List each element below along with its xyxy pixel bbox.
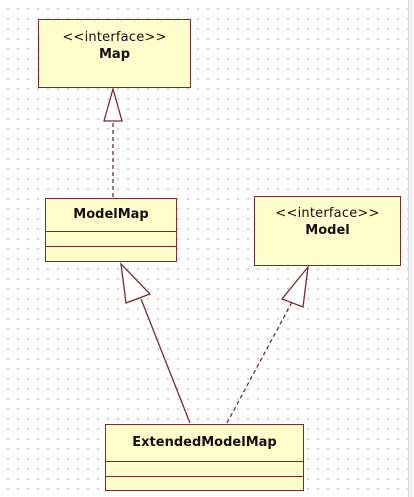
operations-compartment bbox=[46, 246, 176, 260]
class-name-modelmap: ModelMap bbox=[73, 207, 149, 222]
class-name-extendedmodelmap: ExtendedModelMap bbox=[132, 435, 277, 450]
realization-arrowhead-map bbox=[103, 86, 123, 122]
stereotype-label: <<interface>> bbox=[275, 206, 380, 221]
generalization-line-extmap-to-modelmap bbox=[140, 298, 191, 424]
generalization-arrowhead-modelmap bbox=[120, 262, 152, 304]
operations-compartment bbox=[106, 476, 303, 490]
class-box-model[interactable]: <<interface>> Model bbox=[254, 196, 401, 266]
stereotype-label: <<interface>> bbox=[62, 30, 167, 45]
class-header-model: <<interface>> Model bbox=[255, 197, 400, 239]
class-header-extendedmodelmap: ExtendedModelMap bbox=[106, 425, 303, 461]
class-header-modelmap: ModelMap bbox=[46, 199, 176, 231]
class-header-map: <<interface>> Map bbox=[39, 20, 190, 63]
class-name-map: Map bbox=[98, 47, 130, 62]
class-name-model: Model bbox=[305, 223, 350, 238]
realization-line-extmap-to-model bbox=[226, 301, 293, 424]
class-box-modelmap[interactable]: ModelMap bbox=[45, 198, 177, 262]
attributes-compartment bbox=[106, 461, 303, 476]
canvas-edge bbox=[408, 0, 414, 497]
class-box-map[interactable]: <<interface>> Map bbox=[38, 19, 191, 88]
attributes-compartment bbox=[46, 231, 176, 246]
realization-arrowhead-model bbox=[280, 264, 309, 308]
class-box-extendedmodelmap[interactable]: ExtendedModelMap bbox=[105, 424, 304, 491]
